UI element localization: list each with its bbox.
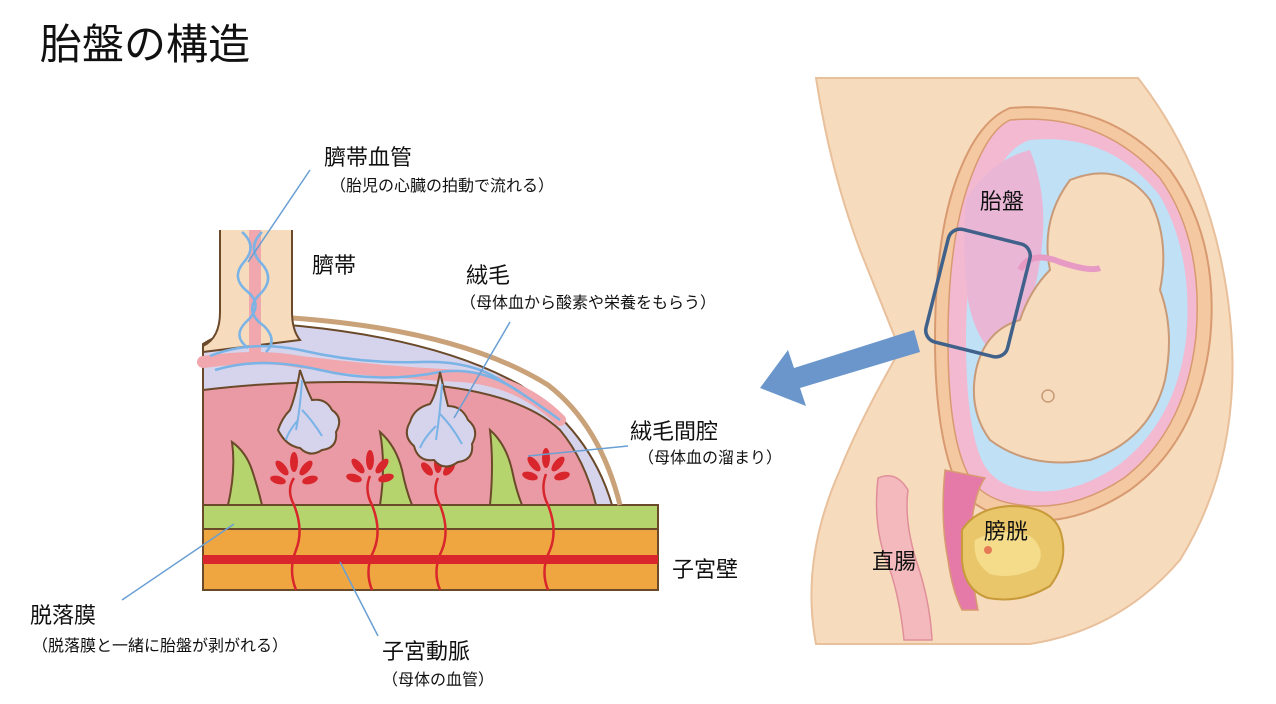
label-decidua: 脱落膜 — [30, 604, 97, 629]
label-umbilical-vessels: 臍帯血管 — [324, 146, 413, 171]
label-intervillous-space-note: （母体血の溜まり） — [638, 448, 783, 467]
highlight-box — [924, 227, 1032, 359]
pregnancy-cross-section — [810, 77, 1234, 645]
septum — [226, 439, 264, 506]
label-villi-note: （母体血から酸素や栄養をもらう） — [460, 293, 717, 312]
label-uterine-artery: 子宮動脈 — [382, 640, 471, 665]
villi-tree — [276, 369, 341, 455]
label-intervillous-space: 絨毛間腔 — [630, 420, 719, 445]
spiral-arteries — [288, 473, 555, 591]
label-umbilical-cord: 臍帯 — [312, 254, 357, 279]
villi-tree — [405, 371, 477, 468]
label-placenta: 胎盤 — [980, 190, 1025, 215]
label-bladder: 膀胱 — [984, 520, 1029, 545]
label-decidua-note: （脱落膜と一緒に胎盤が剥がれる） — [32, 636, 289, 655]
decidua-layer — [202, 504, 659, 530]
fetus — [972, 172, 1170, 464]
page-title: 胎盤の構造 — [40, 20, 251, 69]
uterine-artery-band — [203, 555, 658, 564]
placenta-rim — [291, 315, 623, 506]
placenta — [964, 150, 1044, 360]
placenta-cross-section — [197, 226, 659, 591]
label-uterine-artery-note: （母体の血管） — [382, 670, 495, 689]
direction-arrow — [760, 330, 920, 406]
umbilical-vessels — [209, 231, 561, 422]
leader-lines — [121, 169, 629, 637]
label-rectum: 直腸 — [872, 550, 917, 575]
septum — [488, 427, 524, 506]
label-uterine-wall: 子宮壁 — [672, 558, 739, 583]
blood-bursts — [270, 448, 570, 485]
label-villi: 絨毛 — [466, 264, 511, 289]
label-umbilical-vessels-note: （胎児の心臓の拍動で流れる） — [330, 176, 555, 195]
rectum — [875, 475, 933, 641]
